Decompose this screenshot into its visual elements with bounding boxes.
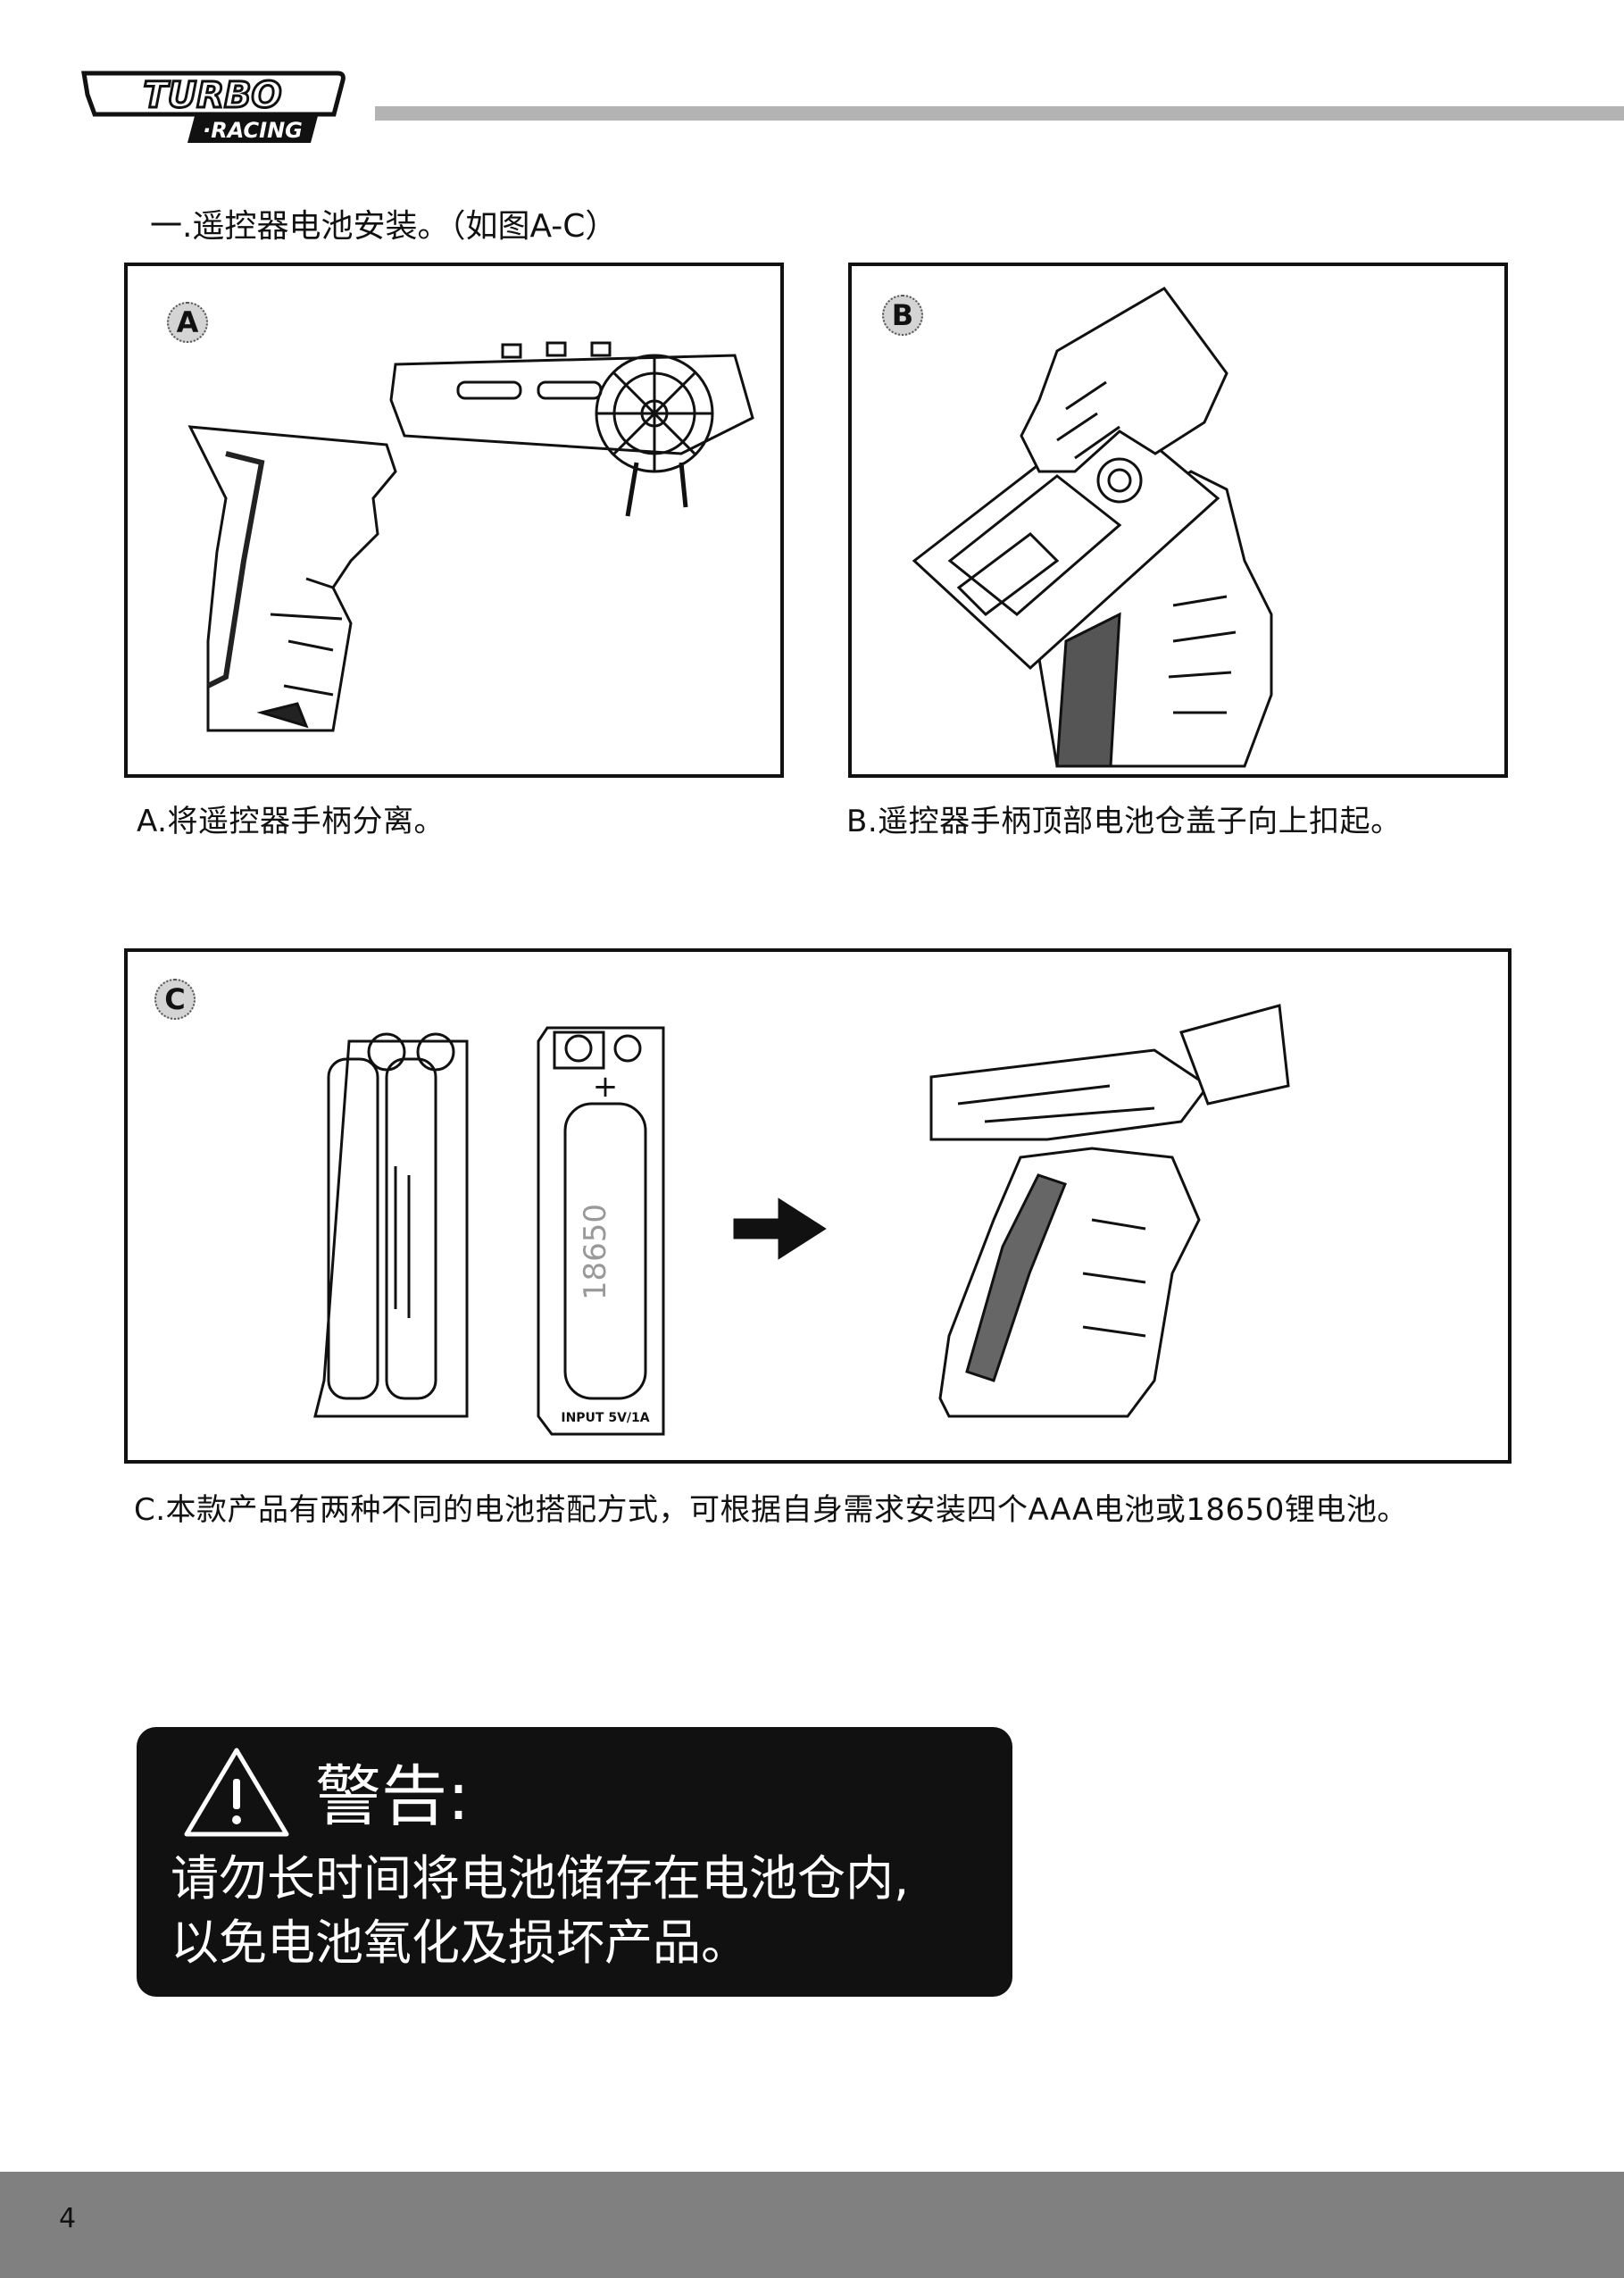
- footer-bar: 4: [0, 2172, 1624, 2278]
- warning-text: 请勿长时间将电池储存在电池仓内, 以免电池氧化及损坏产品。: [171, 1847, 909, 1975]
- badge-c: C: [154, 979, 196, 1020]
- turbo-racing-logo: TURBO ·RACING: [79, 68, 346, 145]
- warning-line-1: 请勿长时间将电池储存在电池仓内,: [171, 1850, 910, 1907]
- battery-cover-open-illustration: [912, 287, 1273, 768]
- panel-c: 18650 INPUT 5V/1A + C: [124, 948, 1512, 1464]
- caption-b: B.遥控器手柄顶部电池仓盖子向上扣起。: [846, 804, 1402, 839]
- warning-line-2: 以免电池氧化及损坏产品。: [171, 1915, 749, 1971]
- header-bar: [375, 106, 1624, 121]
- plus-sign: +: [593, 1069, 619, 1105]
- warning-triangle-icon: [184, 1748, 289, 1837]
- warning-title: 警告:: [315, 1758, 470, 1835]
- panel-b: B: [848, 263, 1508, 778]
- logo-bottom-text: ·RACING: [203, 118, 303, 143]
- page-number: 4: [59, 2203, 77, 2234]
- battery-options-illustration: 18650 INPUT 5V/1A +: [313, 1004, 1290, 1436]
- controller-separation-illustration: [187, 341, 754, 732]
- battery-18650-label: 18650: [578, 1204, 613, 1300]
- badge-b: B: [882, 295, 923, 336]
- caption-a: A.将遥控器手柄分离。: [137, 804, 445, 839]
- logo-top-text: TURBO: [143, 75, 281, 116]
- caption-c: C.本款产品有两种不同的电池搭配方式，可根据自身需求安装四个AAA电池或1865…: [134, 1492, 1408, 1528]
- panel-a: A: [124, 263, 784, 778]
- warning-box: 警告: 请勿长时间将电池储存在电池仓内, 以免电池氧化及损坏产品。: [137, 1727, 1012, 1997]
- section-title: 一.遥控器电池安装。（如图A-C）: [150, 208, 618, 245]
- input-rating-label: INPUT 5V/1A: [561, 1411, 649, 1425]
- badge-a: A: [167, 302, 208, 343]
